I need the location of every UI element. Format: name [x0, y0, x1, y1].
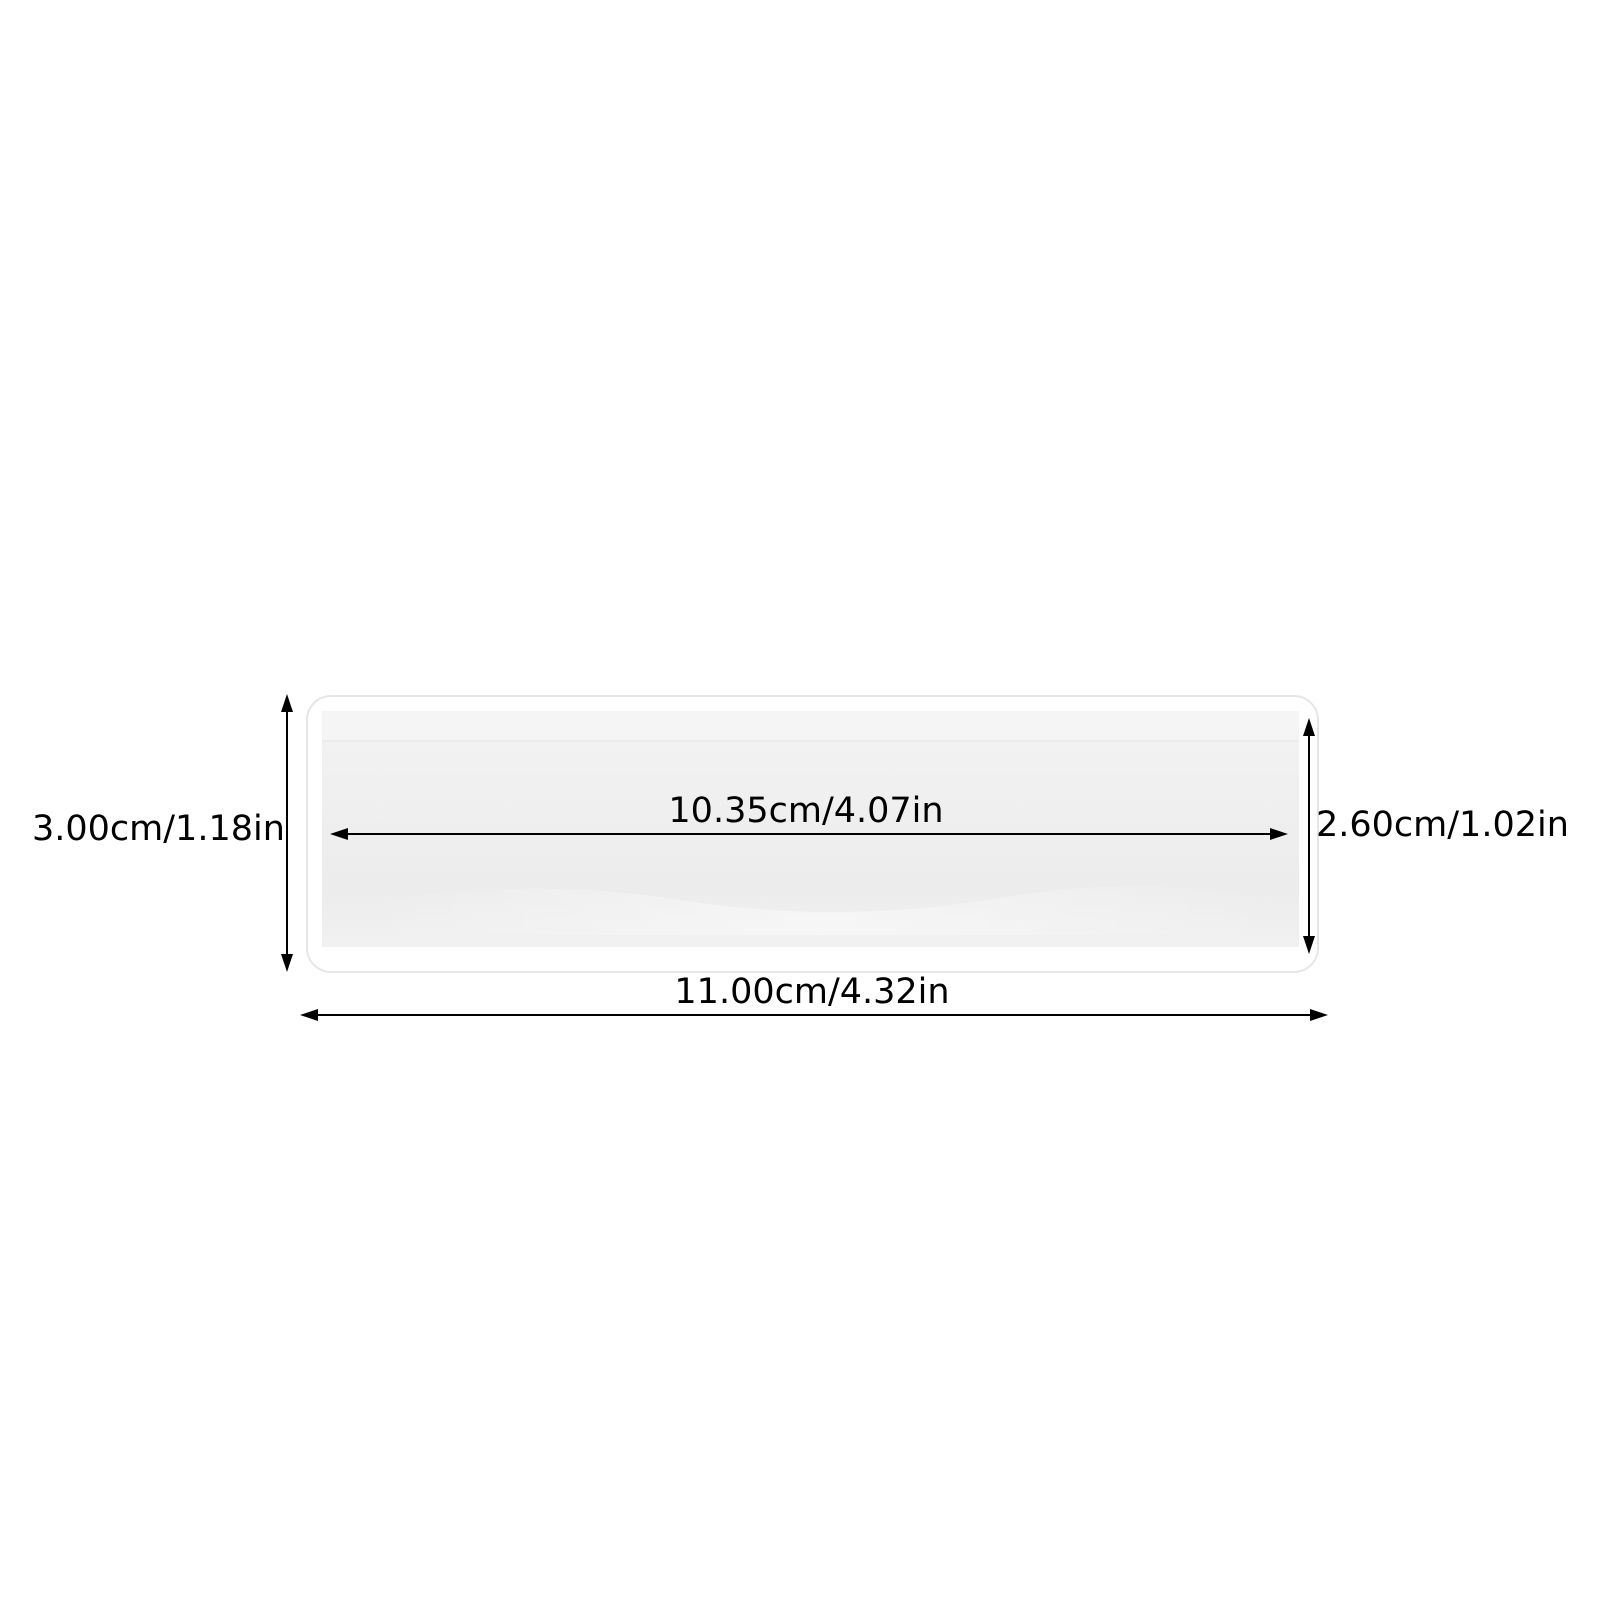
outer-width-arrow [300, 1009, 1328, 1021]
inner-width-arrow [330, 828, 1288, 840]
outer-height-arrow [281, 694, 293, 972]
outer-width-label: 11.00cm/4.32in [674, 972, 950, 1012]
pocket-opening-strip [322, 711, 1299, 741]
inner-width-label: 10.35cm/4.07in [668, 791, 944, 831]
outer-height-label: 3.00cm/1.18in [32, 809, 285, 849]
inner-height-arrow [1303, 718, 1315, 954]
inner-height-label: 2.60cm/1.02in [1316, 805, 1569, 845]
plastic-sheen [360, 886, 1280, 935]
